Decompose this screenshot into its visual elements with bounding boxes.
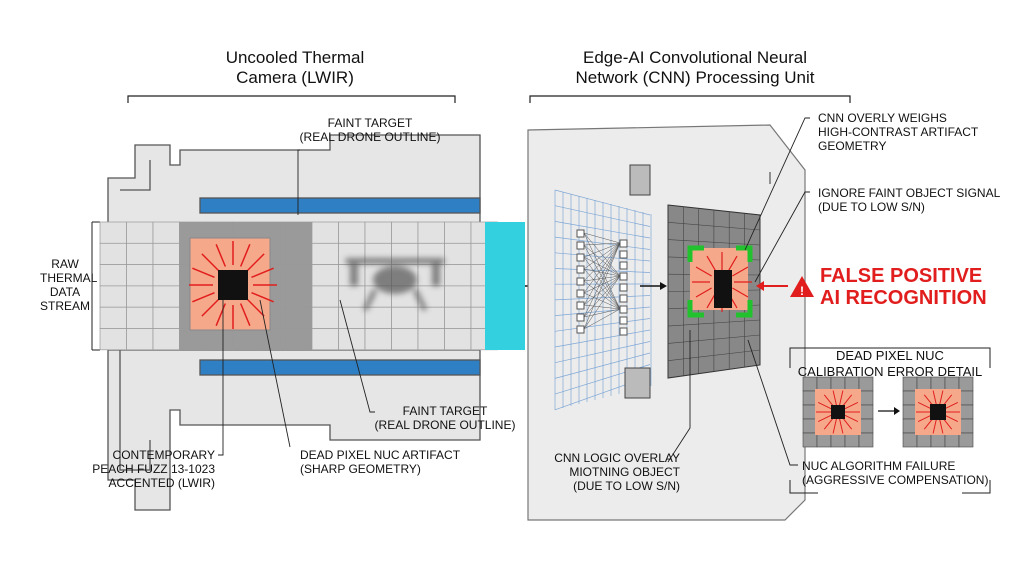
lens-element-top [199,197,481,214]
ray [201,253,220,272]
nn-node [619,261,628,270]
ray [251,291,274,303]
leader-lines [218,117,810,466]
ray [706,255,717,272]
nn-node [576,301,585,310]
camera-housing [107,134,481,511]
neural-network-nodes [576,229,628,336]
ray [727,255,738,272]
ray [246,253,265,272]
lens-element-bottom [199,359,481,376]
faint-target-top-label: FAINT TARGET(REAL DRONE OUTLINE) [299,116,441,144]
ray [239,244,251,267]
ray [239,303,251,326]
cnn-perspective-grid [554,189,652,411]
nn-node [619,294,628,303]
nn-node [619,283,628,292]
ray [695,287,712,298]
detection-box [687,245,753,318]
nn-node [576,313,585,322]
dead-pixel [218,270,248,300]
detail-images [802,376,974,448]
dead-pixel-label: DEAD PIXEL NUC ARTIFACT(SHARP GEOMETRY) [300,448,461,476]
detail-dead-pixel [930,404,946,420]
nn-node [619,316,628,325]
drone-silhouette [345,258,445,312]
nn-node [619,272,628,281]
nn-node [619,239,628,248]
warning-icon: ! [790,276,814,298]
nn-node [576,229,585,238]
nuc-failure-label: NUC ALGORITHM FAILURE(AGGRESSIVE COMPENS… [802,459,989,487]
artifact-rays [189,241,277,329]
nn-node [619,327,628,336]
ray [192,267,215,279]
ray [695,266,712,277]
svg-text:!: ! [800,284,804,298]
nn-node [576,253,585,262]
stream-bracket [91,221,100,351]
ray [201,298,220,317]
cnn-module-bottom [624,367,651,399]
nn-node [576,241,585,250]
nn-node [576,289,585,298]
sensor-output-block [485,222,525,350]
faint-target-bottom-label: FAINT TARGET(REAL DRONE OUTLINE) [374,404,516,432]
nn-node [619,250,628,259]
detail-bracket [789,347,991,368]
ray [215,303,227,326]
nn-node [576,277,585,286]
nn-node [576,265,585,274]
ray [732,266,749,277]
ray [215,244,227,267]
ray [251,267,274,279]
ignore-signal-label: IGNORE FAINT OBJECT SIGNAL(DUE TO LOW S/… [818,186,1001,214]
cnn-module-top [629,164,651,196]
camera-bracket [127,95,456,103]
nn-node [619,305,628,314]
ray [732,287,749,298]
cnn-bracket [529,95,851,103]
ray [246,298,265,317]
nn-node [576,325,585,334]
detail-dead-pixel [831,405,845,419]
ray [192,291,215,303]
feature-map-dead-pixel [714,270,732,308]
